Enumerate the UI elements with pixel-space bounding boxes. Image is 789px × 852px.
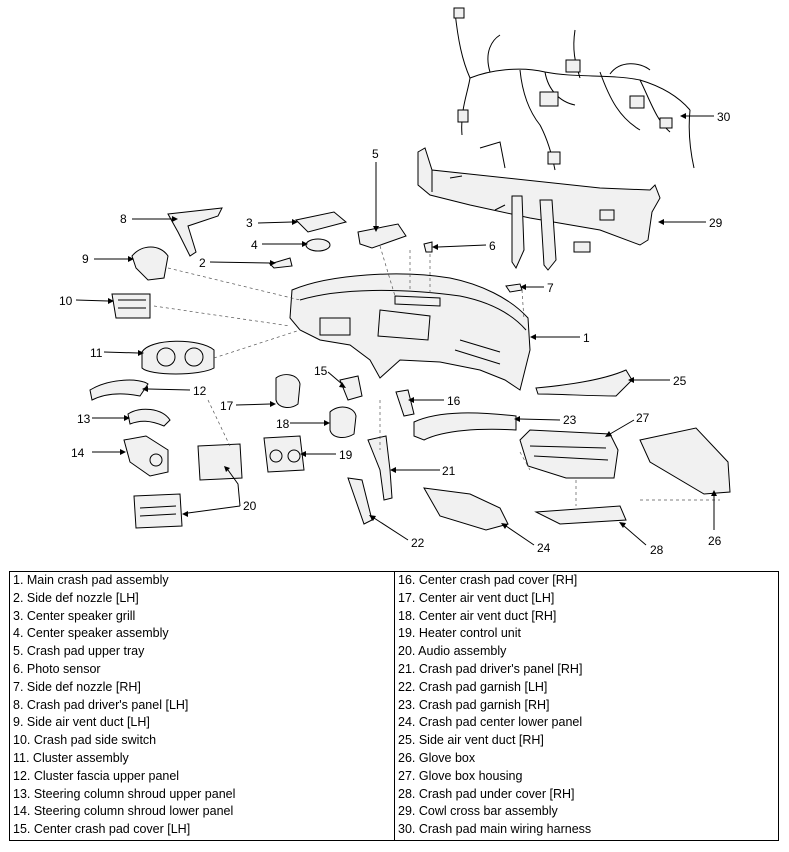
legend-item: 19. Heater control unit — [398, 626, 521, 641]
legend-item: 20. Audio assembly — [398, 644, 507, 659]
legend-item: 6. Photo sensor — [13, 661, 101, 676]
center-speaker-grill-part — [294, 211, 348, 233]
center-crash-pad-cover-lh-part — [339, 375, 363, 401]
legend-item: 9. Side air vent duct [LH] — [13, 715, 150, 730]
callout-29: 29 — [709, 216, 723, 230]
callout-15: 15 — [314, 364, 328, 378]
legend-item: 4. Center speaker assembly — [13, 626, 169, 641]
legend-item: 10. Crash pad side switch — [13, 733, 157, 748]
wiring-harness-part — [453, 7, 695, 171]
legend-item: 1. Main crash pad assembly — [13, 573, 169, 587]
callout-9: 9 — [82, 252, 89, 266]
center-air-vent-duct-rh-part — [329, 406, 357, 438]
steering-column-upper-shroud-part — [127, 408, 171, 427]
crash-pad-garnish-lh-part — [347, 477, 373, 525]
legend-item: 3. Center speaker grill — [13, 608, 136, 623]
legend-item: 13. Steering column shroud upper panel — [13, 786, 236, 801]
center-crash-pad-cover-rh-part — [395, 389, 415, 417]
callout-17: 17 — [220, 399, 234, 413]
callout-3: 3 — [246, 216, 253, 230]
legend-column-left: 1. Main crash pad assembly 2. Side def n… — [10, 572, 394, 840]
callout-22: 22 — [411, 536, 425, 550]
callout-8: 8 — [120, 212, 127, 226]
center-speaker-assembly-part — [305, 238, 331, 252]
callout-28: 28 — [650, 543, 664, 557]
callout-19: 19 — [339, 448, 353, 462]
assembly-guide-lines — [153, 245, 720, 506]
callout-21: 21 — [442, 464, 456, 478]
callout-5: 5 — [372, 147, 379, 161]
callout-6: 6 — [489, 239, 496, 253]
glove-box-housing-part — [519, 429, 619, 479]
main-crash-pad-part — [289, 273, 531, 391]
callout-4: 4 — [251, 238, 258, 252]
callout-18: 18 — [276, 417, 290, 431]
callout-10: 10 — [59, 294, 73, 308]
legend-item: 15. Center crash pad cover [LH] — [13, 822, 191, 837]
crash-pad-upper-tray-part — [357, 223, 407, 249]
crash-pad-garnish-rh-part — [413, 412, 517, 441]
callout-23: 23 — [563, 413, 577, 427]
cowl-cross-bar-part — [417, 141, 661, 271]
audio-assembly-part — [133, 443, 243, 529]
legend-item: 25. Side air vent duct [RH] — [398, 733, 544, 748]
glove-box-part — [639, 427, 731, 495]
callout-11: 11 — [90, 346, 103, 360]
callout-12: 12 — [193, 384, 207, 398]
callout-13: 13 — [77, 412, 91, 426]
legend-column-right: 16. Center crash pad cover [RH] 17. Cent… — [394, 572, 778, 840]
steering-column-lower-shroud-part — [123, 435, 169, 477]
crash-pad-side-switch-part — [111, 293, 151, 319]
crash-pad-drivers-panel-rh-part — [367, 435, 393, 501]
side-air-vent-duct-rh-part — [535, 369, 633, 397]
callout-2: 2 — [199, 256, 206, 270]
legend-item: 18. Center air vent duct [RH] — [398, 608, 557, 623]
callout-27: 27 — [636, 411, 650, 425]
legend-item: 14. Steering column shroud lower panel — [13, 804, 234, 819]
legend-item: 2. Side def nozzle [LH] — [13, 590, 139, 605]
legend-item: 28. Crash pad under cover [RH] — [398, 786, 575, 801]
legend-item: 29. Cowl cross bar assembly — [398, 804, 558, 819]
cluster-fascia-upper-panel-part — [89, 379, 149, 401]
callout-24: 24 — [537, 541, 551, 555]
leader-lines — [75, 113, 717, 546]
legend-item: 8. Crash pad driver's panel [LH] — [13, 697, 189, 712]
legend-item: 16. Center crash pad cover [RH] — [398, 573, 578, 587]
legend-item: 7. Side def nozzle [RH] — [13, 679, 141, 694]
callout-7: 7 — [547, 281, 554, 295]
photo-sensor-part — [423, 241, 433, 253]
legend-item: 26. Glove box — [398, 750, 476, 765]
crash-pad-drivers-panel-lh-part — [167, 207, 223, 257]
callout-26: 26 — [708, 534, 722, 548]
legend-item: 11. Cluster assembly — [13, 750, 129, 765]
cluster-assembly-part — [141, 340, 215, 375]
legend-item: 22. Crash pad garnish [LH] — [398, 679, 548, 694]
exploded-parts-diagram: 1 2 3 4 5 6 7 8 9 10 11 12 13 14 15 16 1… — [59, 7, 731, 557]
legend-item: 12. Cluster fascia upper panel — [13, 768, 180, 783]
callout-20: 20 — [243, 499, 257, 513]
callout-14: 14 — [71, 446, 85, 460]
side-air-vent-duct-lh-part — [131, 246, 169, 281]
legend-item: 27. Glove box housing — [398, 768, 523, 783]
crash-pad-center-lower-panel-part — [423, 487, 509, 531]
legend-item: 17. Center air vent duct [LH] — [398, 590, 555, 605]
legend-item: 21. Crash pad driver's panel [RH] — [398, 661, 583, 676]
heater-control-unit-part — [263, 435, 305, 473]
side-def-nozzle-lh-part — [269, 257, 293, 269]
side-def-nozzle-rh-part — [505, 283, 523, 293]
legend-item: 30. Crash pad main wiring harness — [398, 822, 592, 837]
callout-30: 30 — [717, 110, 731, 124]
legend-item: 5. Crash pad upper tray — [13, 644, 145, 659]
callout-25: 25 — [673, 374, 687, 388]
legend-item: 23. Crash pad garnish [RH] — [398, 697, 550, 712]
callout-1: 1 — [583, 331, 590, 345]
center-air-vent-duct-lh-part — [275, 374, 301, 408]
parts-legend-table: 1. Main crash pad assembly 2. Side def n… — [9, 571, 779, 841]
legend-item: 24. Crash pad center lower panel — [398, 715, 583, 730]
crash-pad-under-cover-rh-part — [534, 505, 627, 525]
callout-16: 16 — [447, 394, 461, 408]
